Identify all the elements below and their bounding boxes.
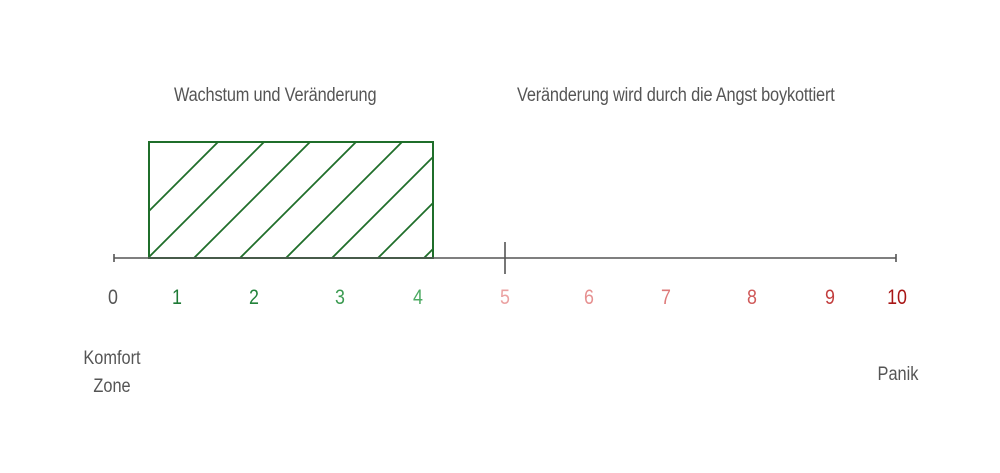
hatch-line	[193, 142, 311, 258]
hatch-line	[331, 155, 433, 258]
growth-zone-label: Wachstum und Veränderung	[174, 85, 377, 106]
hatch-line	[470, 142, 586, 258]
comfort-zone-label-line2: Zone	[93, 376, 131, 397]
hatch-line	[285, 142, 403, 258]
growth-zone-hatch	[149, 142, 586, 258]
tick-label-0: 0	[108, 286, 118, 309]
hatch-line	[423, 247, 433, 258]
tick-label-10: 10	[887, 286, 907, 309]
fear-zone-label: Veränderung wird durch die Angst boykott…	[517, 85, 835, 106]
panic-label: Panik	[877, 364, 919, 385]
tick-label-4: 4	[413, 286, 423, 309]
tick-label-3: 3	[335, 286, 345, 309]
tick-label-8: 8	[747, 286, 757, 309]
tick-label-9: 9	[825, 286, 835, 309]
hatch-line	[149, 142, 265, 258]
comfort-zone-label: Komfort Zone	[69, 345, 155, 401]
comfort-zone-label-line1: Komfort	[83, 348, 141, 369]
tick-label-2: 2	[249, 286, 259, 309]
tick-label-7: 7	[661, 286, 671, 309]
tick-label-6: 6	[584, 286, 594, 309]
hatch-line	[239, 142, 357, 258]
tick-label-5: 5	[500, 286, 510, 309]
hatch-line	[377, 201, 433, 258]
hatch-line	[149, 142, 219, 213]
tick-label-1: 1	[172, 286, 182, 309]
